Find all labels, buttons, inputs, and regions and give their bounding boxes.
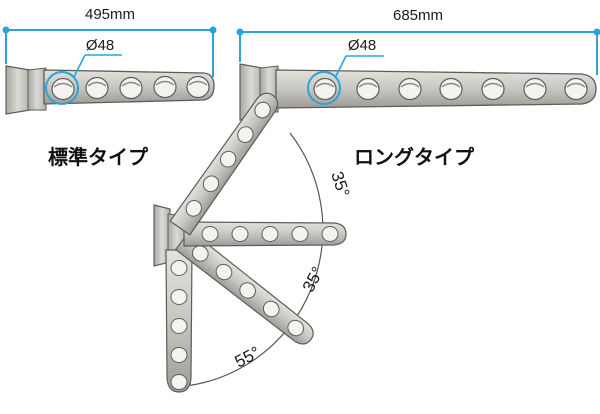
angle-label-upper: 35°	[327, 169, 353, 199]
angle-arc	[185, 132, 324, 387]
long-dimension: 685mm	[236, 7, 600, 75]
standard-length-label: 495mm	[85, 6, 135, 23]
angle-label-middle: 35°	[299, 264, 328, 296]
angle-diagram: 35° 35° 55°	[153, 92, 353, 393]
standard-hole	[186, 75, 210, 99]
standard-hole	[119, 76, 143, 100]
long-hole	[398, 77, 422, 101]
long-hole	[481, 77, 505, 101]
standard-arm	[5, 65, 215, 115]
arm-down	[165, 249, 193, 393]
long-hole	[439, 77, 463, 101]
standard-diameter-label: Ø48	[86, 37, 114, 54]
angle-label-lower: 55°	[232, 343, 264, 372]
standard-hole	[51, 77, 75, 101]
standard-wall-mount	[5, 65, 31, 115]
long-hole	[523, 77, 547, 101]
arm-upper-diagonal	[169, 92, 279, 236]
long-diameter-callout: Ø48	[307, 37, 384, 105]
long-length-label: 685mm	[393, 7, 443, 24]
long-hole	[564, 77, 588, 101]
long-hole	[313, 77, 337, 101]
standard-dimension: 495mm	[2, 6, 217, 77]
arm-lower-diagonal	[174, 229, 314, 345]
standard-diameter-callout: Ø48	[45, 37, 122, 105]
long-type-caption: ロングタイプ	[354, 145, 475, 169]
standard-type-caption: 標準タイプ	[48, 145, 149, 169]
arm-horizontal	[183, 221, 347, 247]
standard-hole	[85, 76, 109, 100]
long-hole	[356, 77, 380, 101]
standard-hole	[153, 75, 177, 99]
long-arm-bar	[275, 69, 597, 109]
long-diameter-label: Ø48	[348, 37, 376, 54]
long-arm	[239, 63, 597, 121]
